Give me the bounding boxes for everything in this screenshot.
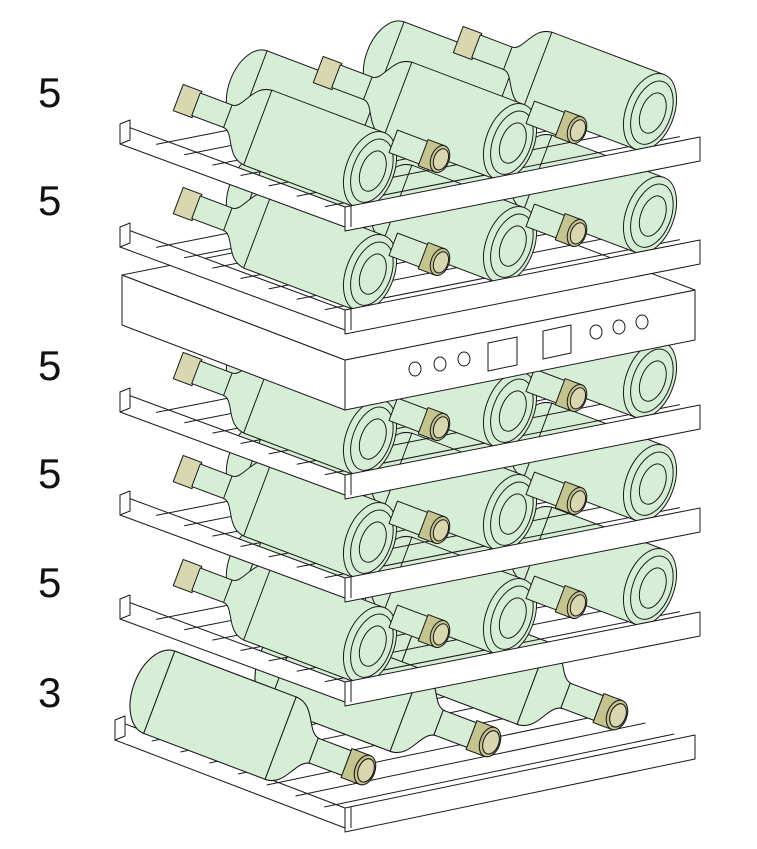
- bottle-base-rim: [630, 348, 674, 413]
- bottle-cap-top: [357, 758, 375, 783]
- bottle-cap-top: [569, 594, 587, 617]
- temperature-display: [487, 336, 518, 372]
- bottle-neck-group: [525, 203, 588, 247]
- bottle-cap-top: [432, 416, 450, 439]
- bottle-punt: [498, 122, 527, 164]
- bottle-cap-top: [569, 222, 587, 245]
- shelf-front-board: [344, 734, 696, 833]
- bottle-punt: [498, 390, 527, 432]
- bottle-base-rim: [350, 406, 394, 471]
- bottle-cap-top: [432, 251, 450, 274]
- bottle-base-rim: [350, 509, 394, 574]
- bottle-base-rim: [630, 183, 674, 248]
- shelf-count-label: 5: [38, 342, 62, 389]
- bottle-neck-group: [308, 737, 377, 786]
- shelf-slat: [295, 722, 646, 797]
- bottle-punt: [498, 225, 527, 267]
- bottle-neck-group: [525, 575, 588, 619]
- bottle-base-rim: [490, 585, 534, 650]
- shelf-slat: [266, 711, 617, 786]
- bottle-base-rim: [630, 80, 674, 145]
- bottle-neck-group: [388, 397, 451, 441]
- bottle-cap-top: [432, 519, 450, 542]
- shelf-rail-end: [119, 594, 131, 620]
- bottle-punt: [638, 195, 667, 237]
- bottle-cap-top: [609, 703, 627, 728]
- control-button: [612, 319, 626, 335]
- shelf-slat: [324, 733, 675, 808]
- bottle-base-rim: [350, 241, 394, 306]
- bottle-neck-group: [388, 129, 451, 173]
- bottle-base-rim: [490, 110, 534, 175]
- bottle-punt: [638, 567, 667, 609]
- bottle-punt: [358, 418, 387, 460]
- shelf-rail-end: [114, 715, 126, 741]
- bottle-cap-top: [482, 730, 500, 755]
- bottle-punt: [498, 493, 527, 535]
- bottle-cap-top: [432, 148, 450, 171]
- shelf-count-label: 3: [38, 669, 62, 716]
- bottle-base-rim: [490, 213, 534, 278]
- bottle: [129, 649, 321, 782]
- bottle-shoulder: [503, 30, 555, 109]
- shelf-count-label: 5: [38, 450, 62, 497]
- control-button: [457, 351, 471, 367]
- bottle-neck-group: [525, 100, 588, 144]
- shelf-front-board: [344, 239, 701, 335]
- shelf-count-label: 5: [38, 69, 62, 116]
- bottle-punt: [358, 150, 387, 192]
- bottle: [172, 558, 398, 684]
- control-button: [408, 361, 422, 377]
- bottle-punt: [498, 597, 527, 639]
- bottle-neck-group: [560, 682, 629, 731]
- bottle-shoulder: [223, 88, 275, 167]
- shelf-front-board: [344, 611, 701, 707]
- bottle-base-rim: [490, 481, 534, 546]
- bottle-punt: [358, 521, 387, 563]
- shelf-count-label: 5: [38, 177, 62, 224]
- bottle: [172, 83, 398, 209]
- shelf-front-board: [344, 507, 701, 603]
- bottle-cap-top: [569, 490, 587, 513]
- control-button: [433, 356, 447, 372]
- shelf-count-label: 5: [38, 559, 62, 606]
- bottle-base-rim: [490, 378, 534, 443]
- bottle-punt: [638, 92, 667, 134]
- bottle-shoulder: [363, 60, 415, 139]
- temperature-display: [542, 324, 572, 360]
- bottle-base-rim: [350, 138, 394, 203]
- bottle-neck-group: [388, 232, 451, 276]
- shelf-rail-end: [119, 119, 131, 145]
- bottle-punt: [358, 625, 387, 667]
- bottle-neck-group: [525, 368, 588, 412]
- bottle-punt: [638, 463, 667, 505]
- control-button: [589, 324, 603, 340]
- shelf-front-board: [344, 404, 701, 500]
- bottle-punt: [638, 360, 667, 402]
- bottle-base-rim: [350, 613, 394, 678]
- bottle-neck-group: [388, 604, 451, 648]
- bottle-neck-group: [525, 471, 588, 515]
- bottle-cap-top: [432, 623, 450, 646]
- bottle-neck-group: [433, 709, 502, 758]
- bottle-cap-top: [569, 119, 587, 142]
- bottle-neck-group: [388, 500, 451, 544]
- bottle-cap-top: [569, 387, 587, 410]
- control-button: [635, 314, 649, 330]
- bottle-base-rim: [630, 555, 674, 620]
- shelf-rail-end: [119, 490, 131, 516]
- bottle-punt: [358, 253, 387, 295]
- shelf-rail-end: [119, 222, 131, 248]
- shelf-rail-end: [119, 387, 131, 413]
- bottle-base-rim: [630, 451, 674, 516]
- shelf-front-board: [344, 136, 701, 232]
